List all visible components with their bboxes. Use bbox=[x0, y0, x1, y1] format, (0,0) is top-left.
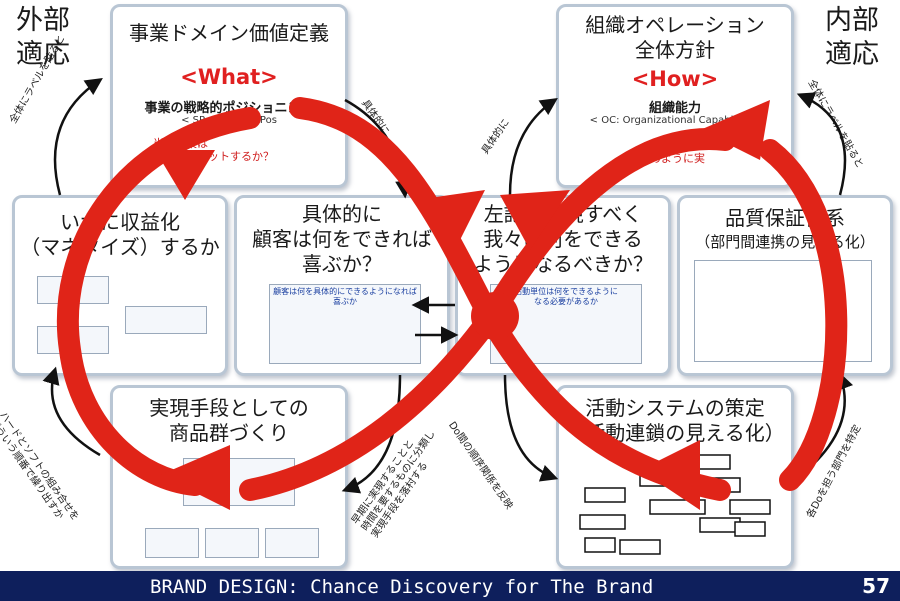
product-sketch-2 bbox=[145, 528, 199, 558]
box-monetize-title: いかに収益化 （マネタイズ）するか bbox=[20, 210, 220, 259]
infinity-arrowheads bbox=[155, 100, 770, 510]
how-label: <How> bbox=[631, 67, 719, 91]
footer-bar: BRAND DESIGN: Chance Discovery for The B… bbox=[0, 571, 900, 601]
page-number: 57 bbox=[862, 574, 890, 598]
oc-label: < OC: Organizational Capability > bbox=[589, 115, 761, 126]
loop-center-node bbox=[471, 292, 519, 340]
connector-right-upper bbox=[796, 92, 847, 196]
connector-center-top-right bbox=[508, 98, 558, 196]
footer-title: BRAND DESIGN: Chance Discovery for The B… bbox=[150, 576, 654, 598]
customer-table-header: 顧客は何を具体的にできるようになれば喜ぶか bbox=[273, 287, 417, 306]
strategic-positioning-label: 事業の戦略的ポジショニング bbox=[144, 101, 314, 116]
what-label: <What> bbox=[180, 65, 278, 89]
customer-table: 顧客は何を具体的にできるようになれば喜ぶか bbox=[269, 284, 421, 364]
box-product-lineup-title: 実現手段としての 商品群づくり bbox=[149, 396, 309, 445]
box-customer-value: 具体的に 顧客は何をできれば 喜ぶか？ 顧客は何を具体的にできるようになれば喜ぶ… bbox=[234, 195, 450, 376]
connector-left-lower bbox=[42, 366, 101, 457]
box-business-domain-title: 事業ドメイン価値定義 bbox=[129, 21, 329, 45]
capability-table-header: 活動単位は何をできるように なる必要があるか bbox=[514, 287, 618, 306]
box-monetize: いかに収益化 （マネタイズ）するか bbox=[12, 195, 228, 376]
box-customer-value-title: 具体的に 顧客は何をできれば 喜ぶか？ bbox=[252, 202, 432, 276]
connector-center-bottom-left bbox=[341, 374, 402, 494]
product-sketch-4 bbox=[265, 528, 319, 558]
product-sketch-3 bbox=[205, 528, 259, 558]
connector-left-upper bbox=[53, 78, 103, 196]
organizational-capability-label: 組織能力 bbox=[648, 101, 701, 116]
monetize-sketch-2 bbox=[125, 306, 207, 334]
connector-center-bottom-right bbox=[503, 374, 559, 482]
box-activity-system-title: 活動システムの策定 bbox=[585, 396, 765, 420]
internal-adaptation-label: 内部 適応 bbox=[825, 5, 879, 70]
box-organization-operation: 組織オペレーション 全体方針 <How> 組織能力 < OC: Organiza… bbox=[556, 4, 794, 188]
external-adaptation-label: 外部 適応 bbox=[16, 5, 70, 70]
box-organization-operation-title: 組織オペレーション 全体方針 bbox=[585, 13, 765, 62]
